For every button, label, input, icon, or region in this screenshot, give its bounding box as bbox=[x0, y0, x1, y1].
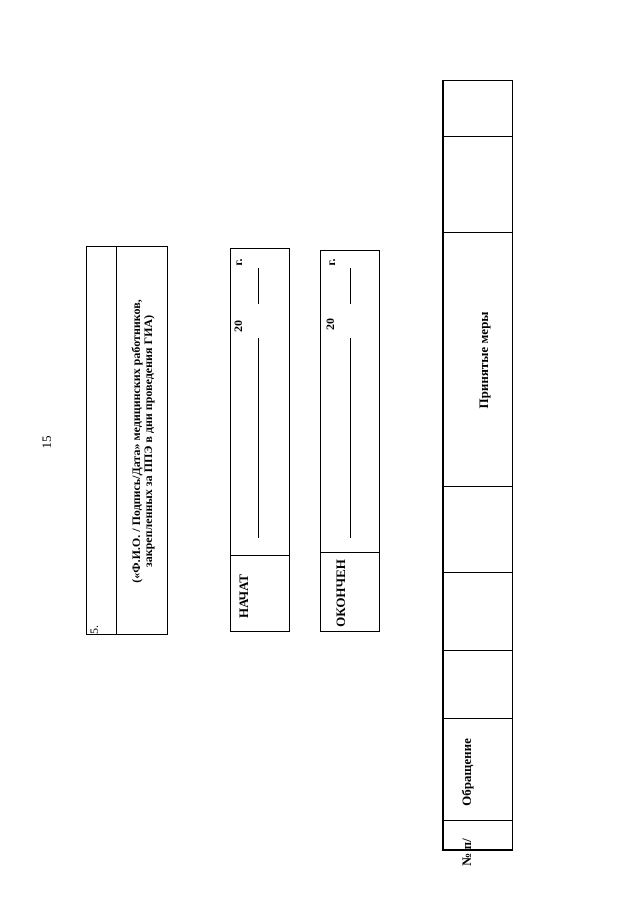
journal-start-divider bbox=[230, 555, 290, 556]
section-number: 5. bbox=[87, 625, 101, 634]
page-number: 15 bbox=[39, 435, 54, 449]
table-row-divider-3 bbox=[442, 486, 513, 487]
journal-start-date-blank bbox=[258, 338, 259, 538]
section-caption-line2: закрепленных за ППЭ в дни проведения ГИА… bbox=[141, 314, 155, 568]
journal-start-year-suffix: г. bbox=[231, 258, 245, 266]
journal-end-year-blank bbox=[350, 268, 351, 304]
table-header-number: № п/ bbox=[459, 838, 474, 866]
table-row-divider-4 bbox=[442, 572, 513, 573]
journal-end-year-prefix: 20 bbox=[323, 318, 337, 330]
journal-table bbox=[442, 80, 513, 851]
journal-end-year-suffix: г. bbox=[324, 258, 338, 266]
table-row-divider-6 bbox=[442, 718, 513, 719]
table-header-divider-lower bbox=[512, 488, 513, 850]
table-row-divider-2 bbox=[442, 232, 513, 233]
journal-end-date-blank bbox=[350, 338, 351, 538]
table-row-divider-7 bbox=[442, 820, 513, 821]
journal-start-label: НАЧАТ bbox=[236, 574, 251, 618]
journal-start-year-prefix: 20 bbox=[231, 320, 245, 332]
table-row-divider-5 bbox=[442, 650, 513, 651]
medical-signature-box bbox=[86, 246, 168, 635]
journal-end-label: ОКОНЧЕН bbox=[333, 559, 348, 627]
table-header-appeal: Обращение bbox=[459, 738, 474, 806]
table-row-divider-1 bbox=[442, 136, 513, 137]
journal-start-year-blank bbox=[258, 268, 259, 304]
journal-end-box bbox=[320, 250, 380, 632]
medical-signature-divider bbox=[116, 246, 117, 635]
journal-end-divider bbox=[320, 552, 380, 553]
journal-start-box bbox=[230, 248, 290, 632]
table-header-measures: Принятые меры bbox=[476, 311, 491, 409]
